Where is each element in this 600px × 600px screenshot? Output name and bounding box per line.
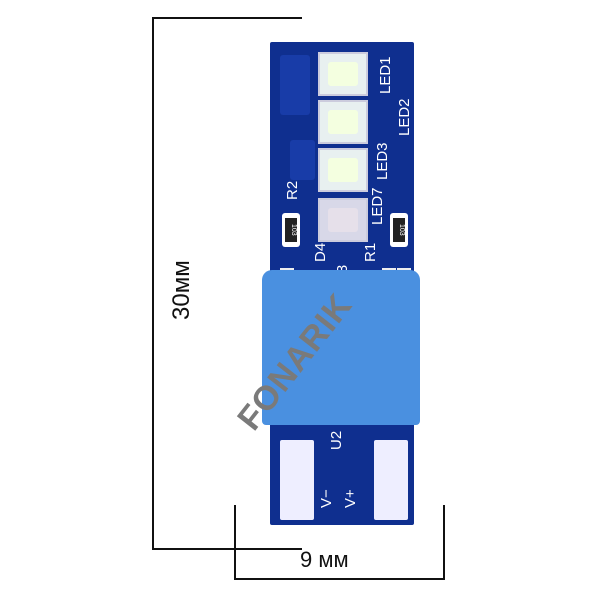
label-vminus: V− [318,489,335,508]
label-d4: D4 [312,242,329,262]
trace [280,55,310,115]
led-7 [318,198,368,242]
width-dim-left [234,505,236,580]
label-r1: R1 [362,242,379,262]
label-led2: LED2 [396,98,413,136]
label-vplus: V+ [342,489,359,508]
led-1 [318,52,368,96]
led-2 [318,100,368,144]
label-r2: R2 [284,180,301,200]
label-u2: U2 [328,430,345,450]
label-led1: LED1 [377,56,394,94]
height-dim-vertical [152,17,154,550]
label-led3: LED3 [374,142,391,180]
width-label: 9 мм [300,547,349,572]
blue-sleeve [262,270,420,425]
resistor-code: 103 [393,218,405,242]
resistor-r1: 103 [390,213,408,247]
height-dim-bottom [152,548,302,550]
resistor-code: 103 [285,218,297,242]
height-label: 30мм [168,260,195,320]
contact-right [374,440,408,520]
contact-left [280,440,314,520]
trace [290,140,315,180]
led-3 [318,148,368,192]
width-dim-right [443,505,445,580]
width-dim-horizontal [234,578,445,580]
label-led7: LED7 [369,187,386,225]
height-dim-top [152,17,302,19]
resistor-r2: 103 [282,213,300,247]
